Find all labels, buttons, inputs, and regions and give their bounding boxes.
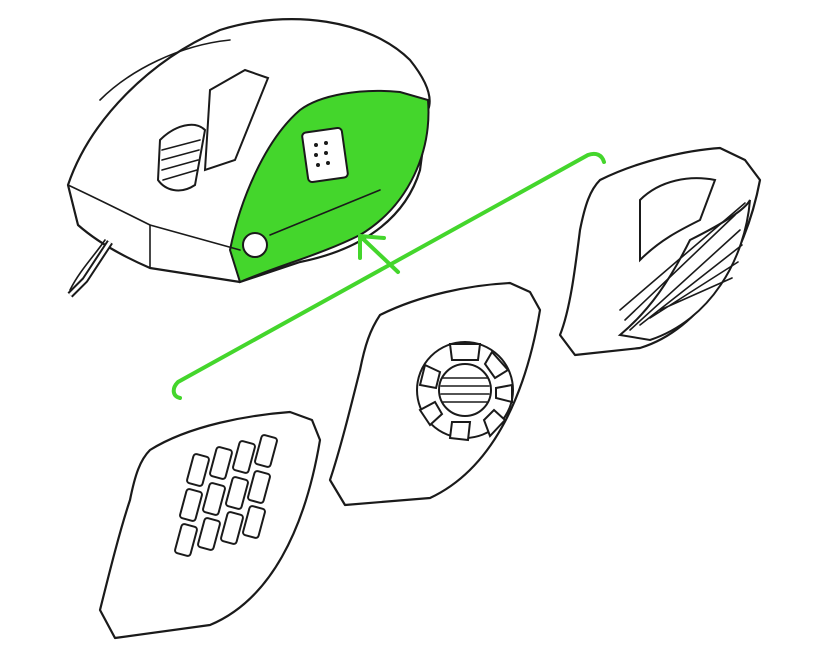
side-plate-7-button	[328, 281, 542, 507]
mouse-body	[66, 18, 431, 298]
side-plate-12-button	[98, 410, 322, 640]
arrow-icon	[358, 234, 400, 274]
side-plate-2-button	[558, 146, 762, 357]
plate-group-bracket	[171, 151, 606, 400]
grip-texture	[617, 199, 751, 342]
